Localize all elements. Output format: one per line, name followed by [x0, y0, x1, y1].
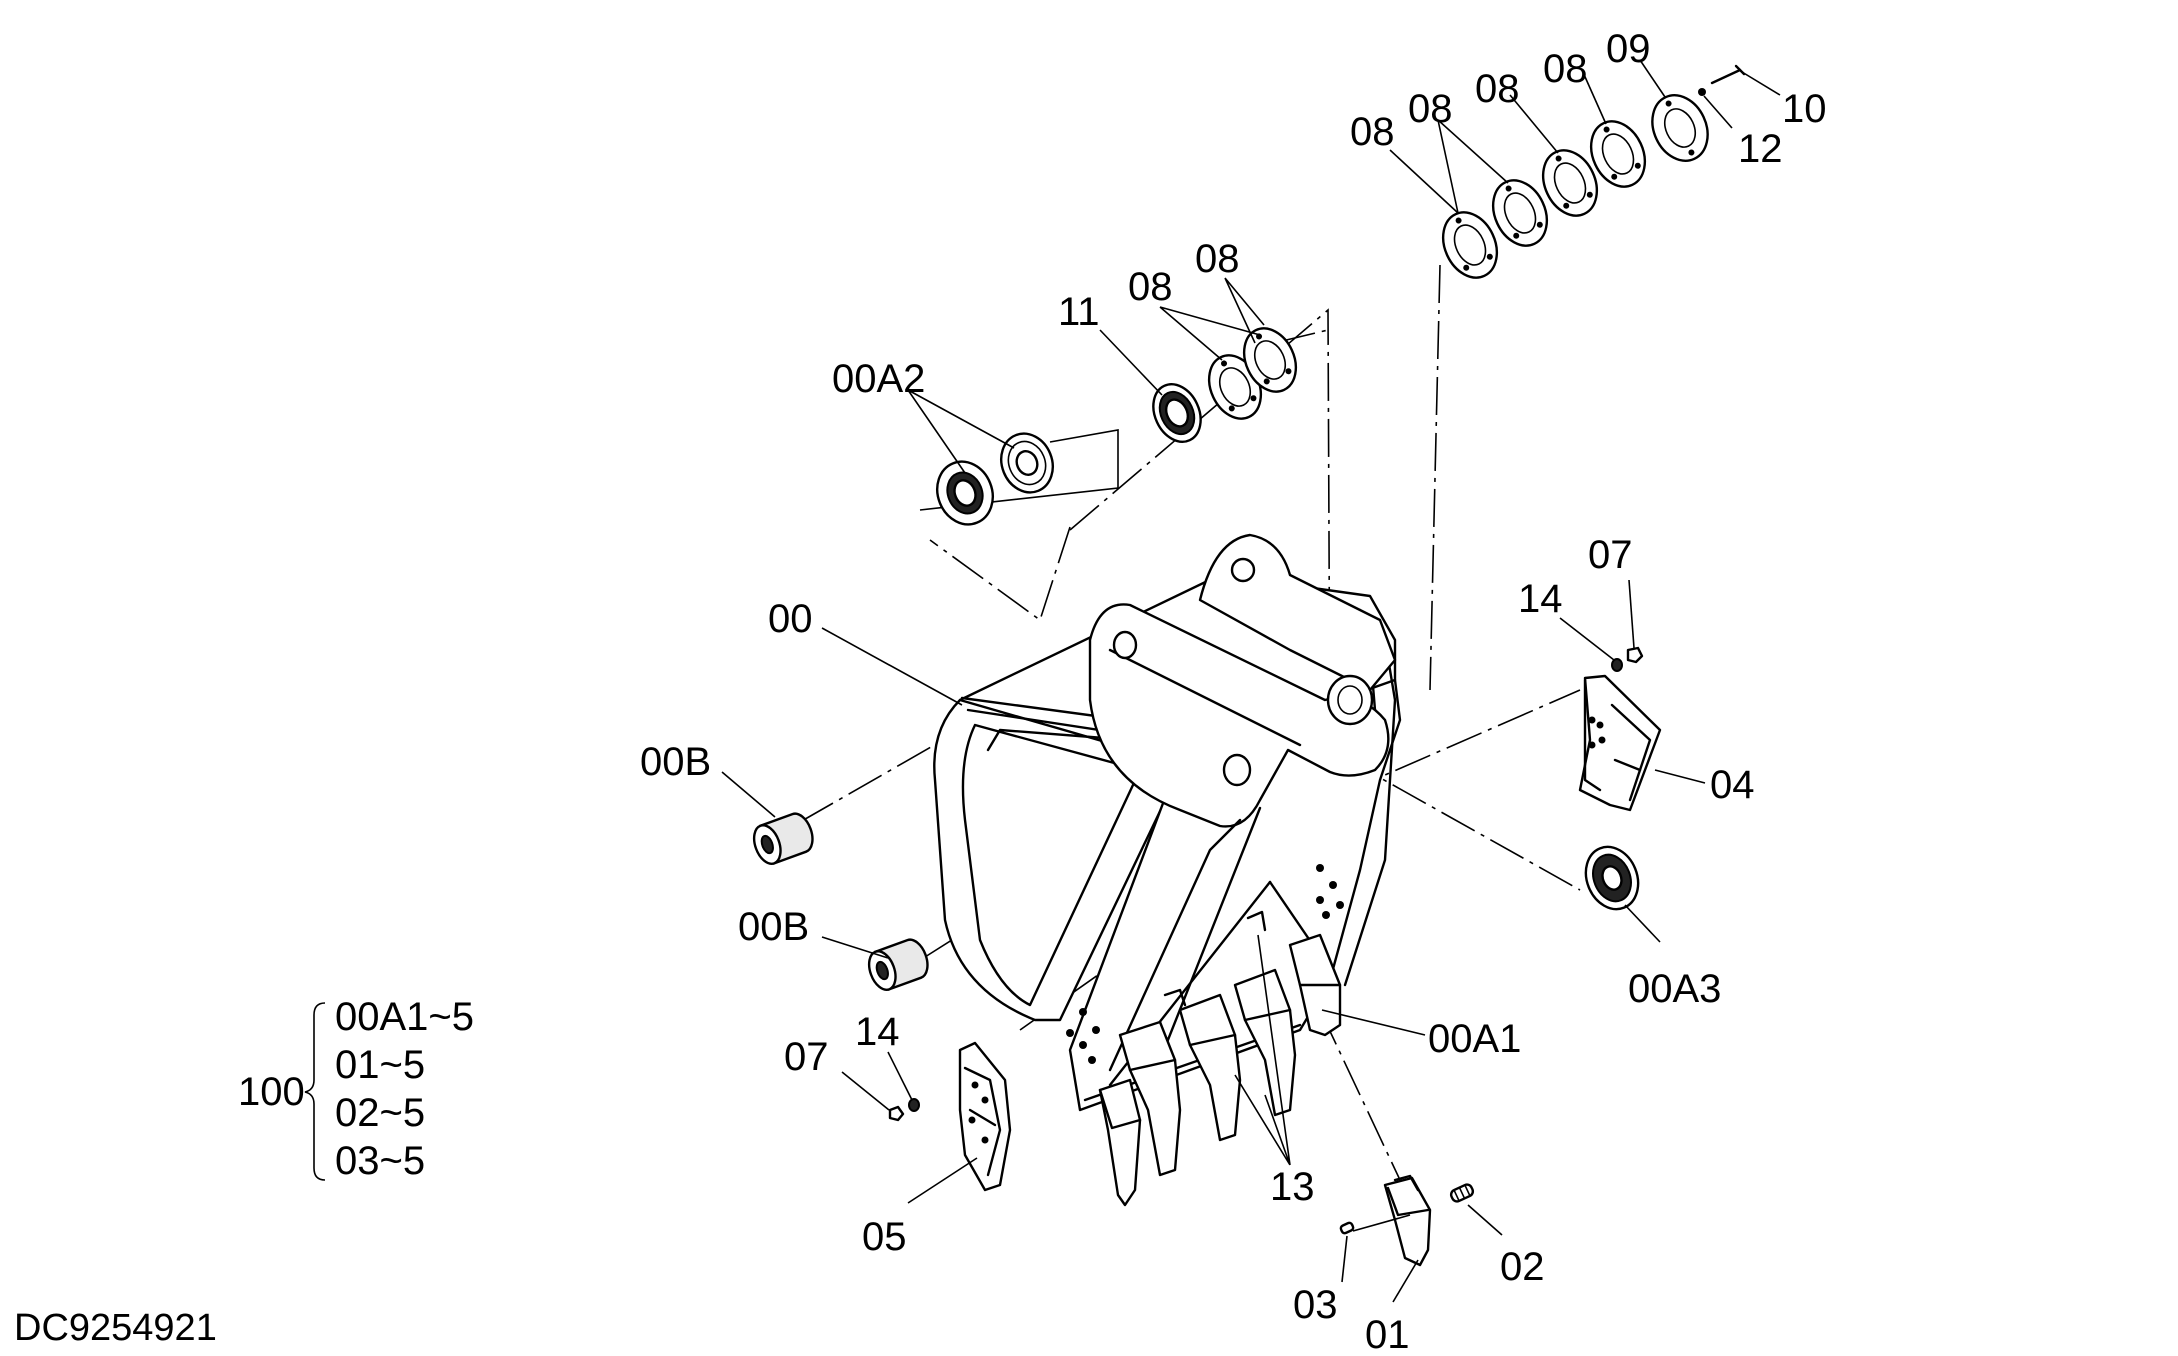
- leader-00A2: [907, 389, 1015, 474]
- leader-14-right: [1559, 617, 1615, 661]
- bucket-body-00: [933, 533, 1402, 1112]
- side-cutter-04: [1578, 674, 1662, 812]
- label-08-f: 08: [1543, 47, 1588, 91]
- label-00B-bottom: 00B: [738, 905, 809, 949]
- lock-03: [1339, 1221, 1355, 1235]
- label-00A2: 00A2: [832, 357, 925, 401]
- leader-07-right: [1628, 579, 1635, 649]
- label-08-e: 08: [1475, 67, 1520, 111]
- leader-13: [1234, 934, 1291, 1166]
- label-09: 09: [1606, 27, 1651, 71]
- leader-00A3: [1624, 904, 1661, 943]
- leader-12: [1703, 95, 1733, 129]
- assembly-number: 100: [238, 1070, 305, 1114]
- pin-02: [1449, 1183, 1475, 1203]
- label-01: 01: [1365, 1313, 1410, 1356]
- label-00A3: 00A3: [1628, 967, 1721, 1011]
- leader-08-c: [1389, 149, 1459, 214]
- bolt-10: [1710, 64, 1746, 85]
- label-08-a: 08: [1128, 265, 1173, 309]
- leader-05: [907, 1157, 978, 1204]
- side-cutter-05: [958, 1041, 1012, 1192]
- washer-14-left: [908, 1098, 920, 1112]
- label-08-b: 08: [1195, 237, 1240, 281]
- label-12: 12: [1738, 127, 1783, 171]
- leader-00B-top: [721, 771, 776, 818]
- leader-00: [821, 627, 963, 706]
- drawing-code: DC9254921: [14, 1307, 217, 1349]
- label-02: 02: [1500, 1245, 1545, 1289]
- callout-labels: 00 00A1 00A2 00A3 00B 00B 01 02 03 04 05…: [640, 27, 1827, 1356]
- assembly-item-3: 02~5: [335, 1091, 425, 1135]
- boss-00B-upper: [752, 812, 814, 865]
- leader-07-left: [841, 1071, 890, 1111]
- label-11: 11: [1058, 290, 1100, 334]
- assembly-brace: [304, 1002, 326, 1181]
- leader-09: [1639, 59, 1666, 98]
- assembly-item-4: 03~5: [335, 1139, 425, 1183]
- nut-07-right: [1626, 646, 1644, 664]
- nut-07-left: [888, 1105, 905, 1122]
- label-10: 10: [1782, 87, 1827, 131]
- label-00A1: 00A1: [1428, 1017, 1521, 1061]
- leader-lines: [721, 59, 1781, 1303]
- label-04: 04: [1710, 763, 1755, 807]
- centerline-right-bushing: [1294, 729, 1581, 891]
- leader-08-d: [1437, 119, 1509, 214]
- leader-03: [1341, 1235, 1348, 1283]
- leader-11: [1099, 329, 1163, 396]
- label-14-left: 14: [855, 1010, 900, 1054]
- shims-08-left: [1207, 327, 1298, 420]
- centerline-lower-pin: [929, 526, 1071, 622]
- leader-14-left: [887, 1051, 913, 1101]
- plate-11: [1152, 383, 1202, 443]
- leader-10: [1741, 71, 1781, 96]
- washer-12: [1698, 88, 1706, 96]
- assembly-list: 100 00A1~5 01~5 02~5 03~5: [238, 995, 474, 1183]
- label-13: 13: [1270, 1165, 1315, 1209]
- teeth-00A1: [1098, 910, 1342, 1207]
- shims-08-right: [1441, 120, 1647, 279]
- centerline-tooth: [1319, 1009, 1401, 1181]
- tooth-01: [1383, 1174, 1432, 1267]
- leader-01-03: [1352, 1214, 1411, 1232]
- leader-00B-bottom: [821, 936, 889, 959]
- label-14-right: 14: [1518, 577, 1563, 621]
- label-07-left: 07: [784, 1035, 829, 1079]
- leader-08-e: [1509, 94, 1559, 154]
- label-08-d: 08: [1408, 87, 1453, 131]
- plate-09: [1651, 94, 1709, 162]
- centerline-shims-right: [1429, 264, 1441, 691]
- leader-02: [1467, 1204, 1503, 1236]
- leader-08-a: [1159, 306, 1261, 361]
- label-08-c: 08: [1350, 110, 1395, 154]
- leader-04: [1654, 769, 1706, 784]
- label-05: 05: [862, 1215, 907, 1259]
- leader-00A1: [1321, 1009, 1426, 1036]
- label-00: 00: [768, 597, 813, 641]
- assembly-item-2: 01~5: [335, 1043, 425, 1087]
- label-00B-top: 00B: [640, 740, 711, 784]
- leader-08-f: [1581, 69, 1607, 125]
- washer-14-right: [1611, 658, 1623, 672]
- boss-00B-lower: [867, 938, 929, 991]
- bushing-00A3: [1584, 845, 1640, 911]
- bushing-00A2-pair: [919, 429, 1119, 526]
- leader-01: [1392, 1259, 1419, 1303]
- label-07-right: 07: [1588, 533, 1633, 577]
- assembly-item-1: 00A1~5: [335, 995, 474, 1039]
- leader-08-b: [1224, 277, 1265, 344]
- label-03: 03: [1293, 1283, 1338, 1327]
